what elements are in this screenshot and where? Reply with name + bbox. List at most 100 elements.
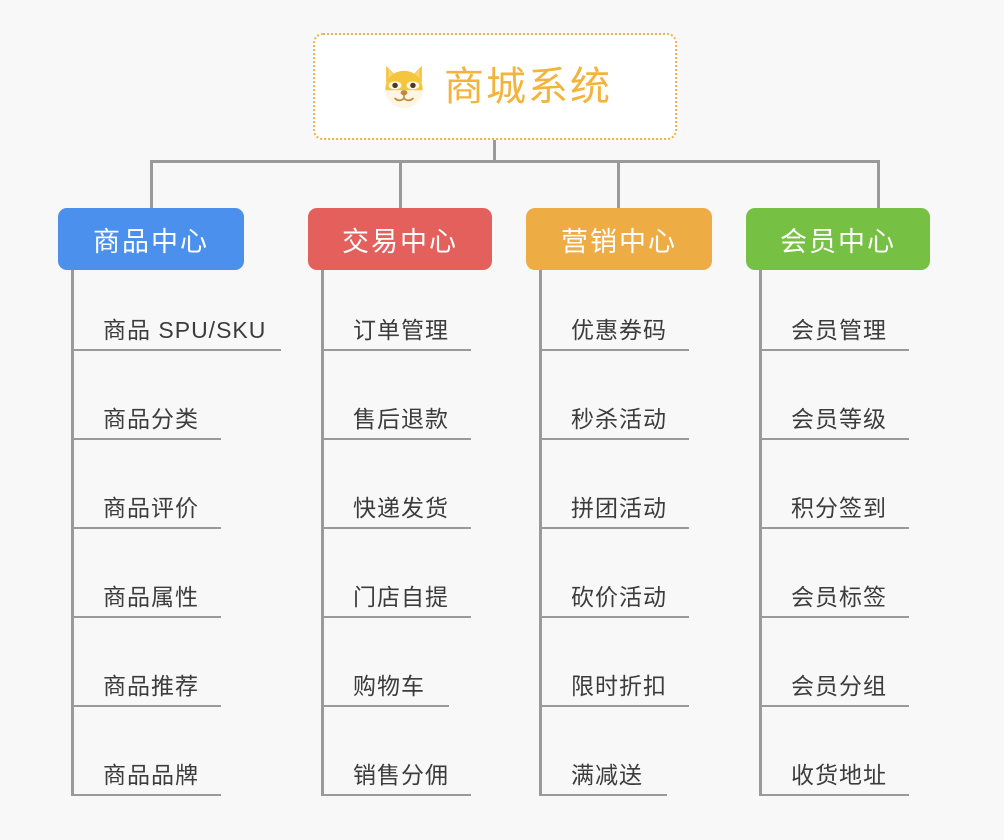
list-item[interactable]: 订单管理 [308, 270, 528, 359]
category-column-1: 商品中心 商品 SPU/SKU 商品分类 商品评价 商品属性 商品推荐 [58, 208, 290, 804]
leaf-label: 快递发货 [353, 495, 449, 521]
category-4-items: 会员管理 会员等级 积分签到 会员标签 会员分组 收货地址 [746, 270, 966, 804]
leaf-label: 会员分组 [791, 673, 887, 699]
leaf-rule [71, 705, 221, 707]
shiba-dog-face-icon [378, 61, 430, 113]
leaf-rule [759, 705, 909, 707]
list-item[interactable]: 砍价活动 [526, 537, 746, 626]
category-header-2-label: 交易中心 [342, 226, 458, 257]
list-item[interactable]: 会员标签 [746, 537, 966, 626]
category-column-2: 交易中心 订单管理 售后退款 快递发货 门店自提 购物车 [308, 208, 528, 804]
leaf-rule [759, 616, 909, 618]
leaf-label: 会员等级 [791, 406, 887, 432]
leaf-rule [321, 705, 449, 707]
list-item[interactable]: 商品分类 [58, 359, 290, 448]
list-item[interactable]: 售后退款 [308, 359, 528, 448]
category-3-trunk [539, 270, 542, 796]
leaf-rule [321, 794, 471, 796]
leaf-label: 商品分类 [103, 406, 199, 432]
connector-drop-4 [877, 160, 880, 208]
leaf-rule [321, 349, 471, 351]
leaf-label: 砍价活动 [571, 584, 667, 610]
category-column-4: 会员中心 会员管理 会员等级 积分签到 会员标签 会员分组 [746, 208, 966, 804]
category-2-trunk [321, 270, 324, 796]
list-item[interactable]: 快递发货 [308, 448, 528, 537]
leaf-label: 限时折扣 [571, 673, 667, 699]
leaf-rule [539, 794, 667, 796]
leaf-label: 门店自提 [353, 584, 449, 610]
connector-drop-3 [617, 160, 620, 208]
leaf-label: 收货地址 [791, 762, 887, 788]
leaf-rule [71, 794, 221, 796]
leaf-label: 订单管理 [353, 317, 449, 343]
connector-drop-1 [150, 160, 153, 208]
list-item[interactable]: 限时折扣 [526, 626, 746, 715]
leaf-rule [539, 438, 689, 440]
category-1-trunk [71, 270, 74, 796]
list-item[interactable]: 商品属性 [58, 537, 290, 626]
leaf-rule [759, 349, 909, 351]
category-header-3[interactable]: 营销中心 [526, 208, 712, 270]
leaf-rule [759, 438, 909, 440]
leaf-label: 拼团活动 [571, 495, 667, 521]
leaf-rule [759, 794, 909, 796]
list-item[interactable]: 拼团活动 [526, 448, 746, 537]
leaf-rule [539, 705, 689, 707]
leaf-rule [539, 527, 689, 529]
list-item[interactable]: 门店自提 [308, 537, 528, 626]
list-item[interactable]: 优惠券码 [526, 270, 746, 359]
leaf-rule [71, 527, 221, 529]
connector-horizontal-bar [150, 160, 880, 163]
connector-root-stem [493, 140, 496, 162]
category-4-trunk [759, 270, 762, 796]
leaf-label: 积分签到 [791, 495, 887, 521]
leaf-label: 秒杀活动 [571, 406, 667, 432]
leaf-rule [71, 616, 221, 618]
leaf-rule [71, 438, 221, 440]
leaf-rule [321, 616, 471, 618]
root-node[interactable]: 商城系统 [313, 33, 677, 140]
leaf-rule [539, 349, 689, 351]
category-2-items: 订单管理 售后退款 快递发货 门店自提 购物车 销售分佣 [308, 270, 528, 804]
category-column-3: 营销中心 优惠券码 秒杀活动 拼团活动 砍价活动 限时折扣 [526, 208, 746, 804]
list-item[interactable]: 商品 SPU/SKU [58, 270, 290, 359]
list-item[interactable]: 收货地址 [746, 715, 966, 804]
list-item[interactable]: 商品评价 [58, 448, 290, 537]
category-header-4[interactable]: 会员中心 [746, 208, 930, 270]
list-item[interactable]: 商品品牌 [58, 715, 290, 804]
list-item[interactable]: 购物车 [308, 626, 528, 715]
leaf-label: 会员管理 [791, 317, 887, 343]
list-item[interactable]: 会员分组 [746, 626, 966, 715]
leaf-label: 商品属性 [103, 584, 199, 610]
leaf-label: 优惠券码 [571, 317, 667, 343]
category-1-items: 商品 SPU/SKU 商品分类 商品评价 商品属性 商品推荐 商品品牌 [58, 270, 290, 804]
leaf-label: 商品 SPU/SKU [103, 317, 267, 343]
leaf-rule [321, 527, 471, 529]
connector-drop-2 [399, 160, 402, 208]
category-header-2[interactable]: 交易中心 [308, 208, 492, 270]
leaf-rule [539, 616, 689, 618]
category-header-1-label: 商品中心 [93, 226, 209, 257]
list-item[interactable]: 商品推荐 [58, 626, 290, 715]
root-title: 商城系统 [444, 64, 612, 109]
list-item[interactable]: 销售分佣 [308, 715, 528, 804]
leaf-rule [321, 438, 471, 440]
leaf-label: 满减送 [571, 762, 643, 788]
leaf-label: 商品评价 [103, 495, 199, 521]
leaf-rule [759, 527, 909, 529]
leaf-label: 商品推荐 [103, 673, 199, 699]
list-item[interactable]: 会员管理 [746, 270, 966, 359]
leaf-label: 商品品牌 [103, 762, 199, 788]
list-item[interactable]: 满减送 [526, 715, 746, 804]
list-item[interactable]: 秒杀活动 [526, 359, 746, 448]
category-header-3-label: 营销中心 [561, 226, 677, 257]
list-item[interactable]: 积分签到 [746, 448, 966, 537]
category-3-items: 优惠券码 秒杀活动 拼团活动 砍价活动 限时折扣 满减送 [526, 270, 746, 804]
category-header-4-label: 会员中心 [780, 226, 896, 257]
leaf-label: 会员标签 [791, 584, 887, 610]
leaf-rule [71, 349, 281, 351]
leaf-label: 购物车 [353, 673, 425, 699]
list-item[interactable]: 会员等级 [746, 359, 966, 448]
category-header-1[interactable]: 商品中心 [58, 208, 244, 270]
